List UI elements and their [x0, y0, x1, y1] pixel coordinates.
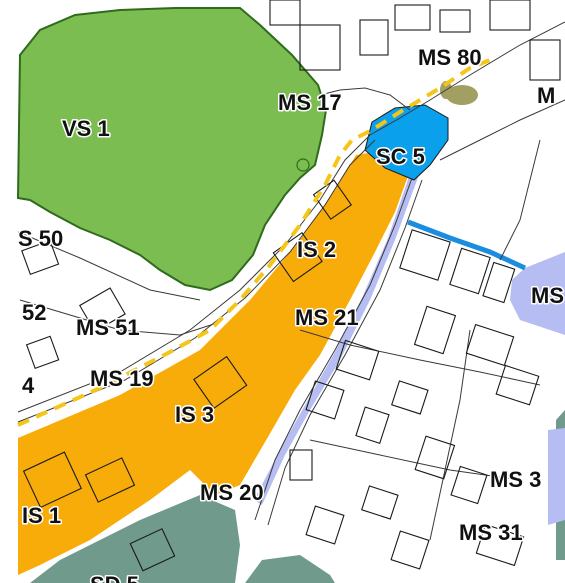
label-4: 4 — [22, 373, 35, 398]
label-ms20: MS 20 — [200, 480, 264, 505]
water-line — [407, 219, 527, 271]
building-outlines — [21, 0, 561, 572]
label-sd5: SD 5 — [90, 572, 139, 583]
label-m-edge: M — [537, 83, 555, 108]
vs-zone[interactable] — [16, 7, 328, 292]
label-sc5: SC 5 — [376, 144, 425, 169]
park-shape — [446, 85, 478, 105]
label-is3: IS 3 — [175, 402, 214, 427]
label-is1: IS 1 — [22, 503, 61, 528]
label-vs1: VS 1 — [62, 116, 110, 141]
sd-zone[interactable] — [30, 495, 240, 583]
label-ms31: MS 31 — [459, 520, 523, 545]
label-ms51: MS 51 — [76, 315, 140, 340]
pond — [296, 158, 310, 172]
label-ms80: MS 80 — [418, 45, 482, 70]
label-ms-edge: MS — [531, 283, 564, 308]
label-is2: IS 2 — [297, 237, 336, 262]
label-ms21: MS 21 — [295, 305, 359, 330]
label-52: 52 — [22, 300, 46, 325]
trail-path — [17, 56, 496, 427]
label-ms19: MS 19 — [90, 366, 154, 391]
ms-zone-east[interactable] — [510, 252, 565, 335]
label-s50: S 50 — [18, 226, 63, 251]
zone-labels: VS 1 MS 80 M MS 17 SC 5 S 50 IS 2 MS 52 … — [17, 44, 565, 583]
sd-zone-east[interactable] — [245, 555, 335, 583]
label-ms3: MS 3 — [490, 467, 541, 492]
ms-zone-right-lower[interactable] — [548, 428, 565, 525]
road-network — [17, 21, 565, 541]
sc-zone[interactable] — [364, 104, 449, 181]
label-ms17: MS 17 — [278, 90, 342, 115]
is-zone[interactable] — [18, 150, 412, 575]
